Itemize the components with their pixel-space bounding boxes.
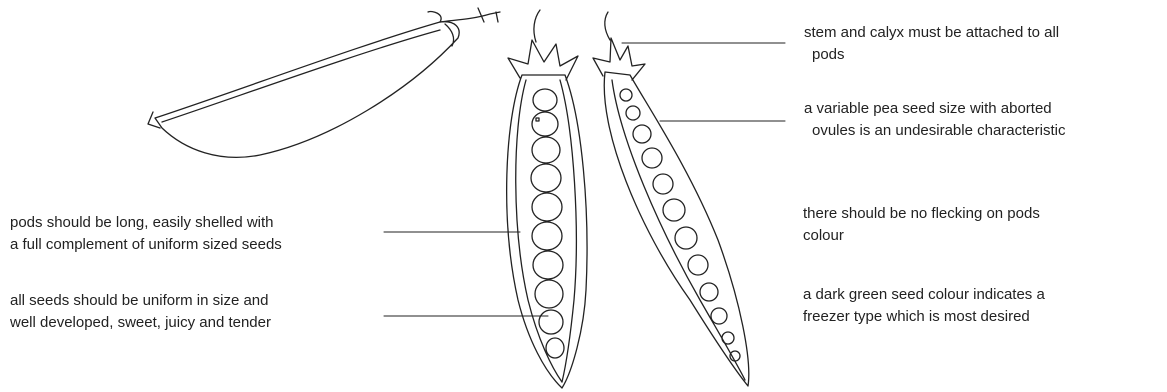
label-seed-quality-line1: all seeds should be uniform in size and bbox=[10, 290, 271, 312]
label-seed-size-line1: a variable pea seed size with aborted bbox=[804, 98, 1065, 120]
label-seed-colour-line1: a dark green seed colour indicates a bbox=[803, 284, 1045, 306]
label-pod-shape-line1: pods should be long, easily shelled with bbox=[10, 212, 282, 234]
open-pod-drawing bbox=[507, 10, 587, 388]
pea-seeds bbox=[531, 89, 564, 358]
label-seed-quality: all seeds should be uniform in size and … bbox=[10, 290, 271, 334]
label-pod-shape-line2: a full complement of uniform sized seeds bbox=[10, 234, 282, 256]
label-seed-quality-line2: well developed, sweet, juicy and tender bbox=[10, 312, 271, 334]
label-seed-size-line2: ovules is an undesirable characteristic bbox=[804, 120, 1065, 142]
label-flecking-line2: colour bbox=[803, 225, 1040, 247]
label-flecking: there should be no flecking on pods colo… bbox=[803, 203, 1040, 247]
closed-pod-drawing bbox=[148, 8, 500, 157]
label-stem-calyx-line1: stem and calyx must be attached to all bbox=[804, 22, 1059, 44]
split-pod-drawing bbox=[593, 12, 749, 386]
label-seed-size: a variable pea seed size with aborted ov… bbox=[804, 98, 1065, 142]
variable-pea-seeds bbox=[620, 89, 740, 361]
label-pod-shape: pods should be long, easily shelled with… bbox=[10, 212, 282, 256]
label-seed-colour: a dark green seed colour indicates a fre… bbox=[803, 284, 1045, 328]
label-seed-colour-line2: freezer type which is most desired bbox=[803, 306, 1045, 328]
label-flecking-line1: there should be no flecking on pods bbox=[803, 203, 1040, 225]
label-stem-calyx: stem and calyx must be attached to all p… bbox=[804, 22, 1059, 66]
label-stem-calyx-line2: pods bbox=[804, 44, 1059, 66]
